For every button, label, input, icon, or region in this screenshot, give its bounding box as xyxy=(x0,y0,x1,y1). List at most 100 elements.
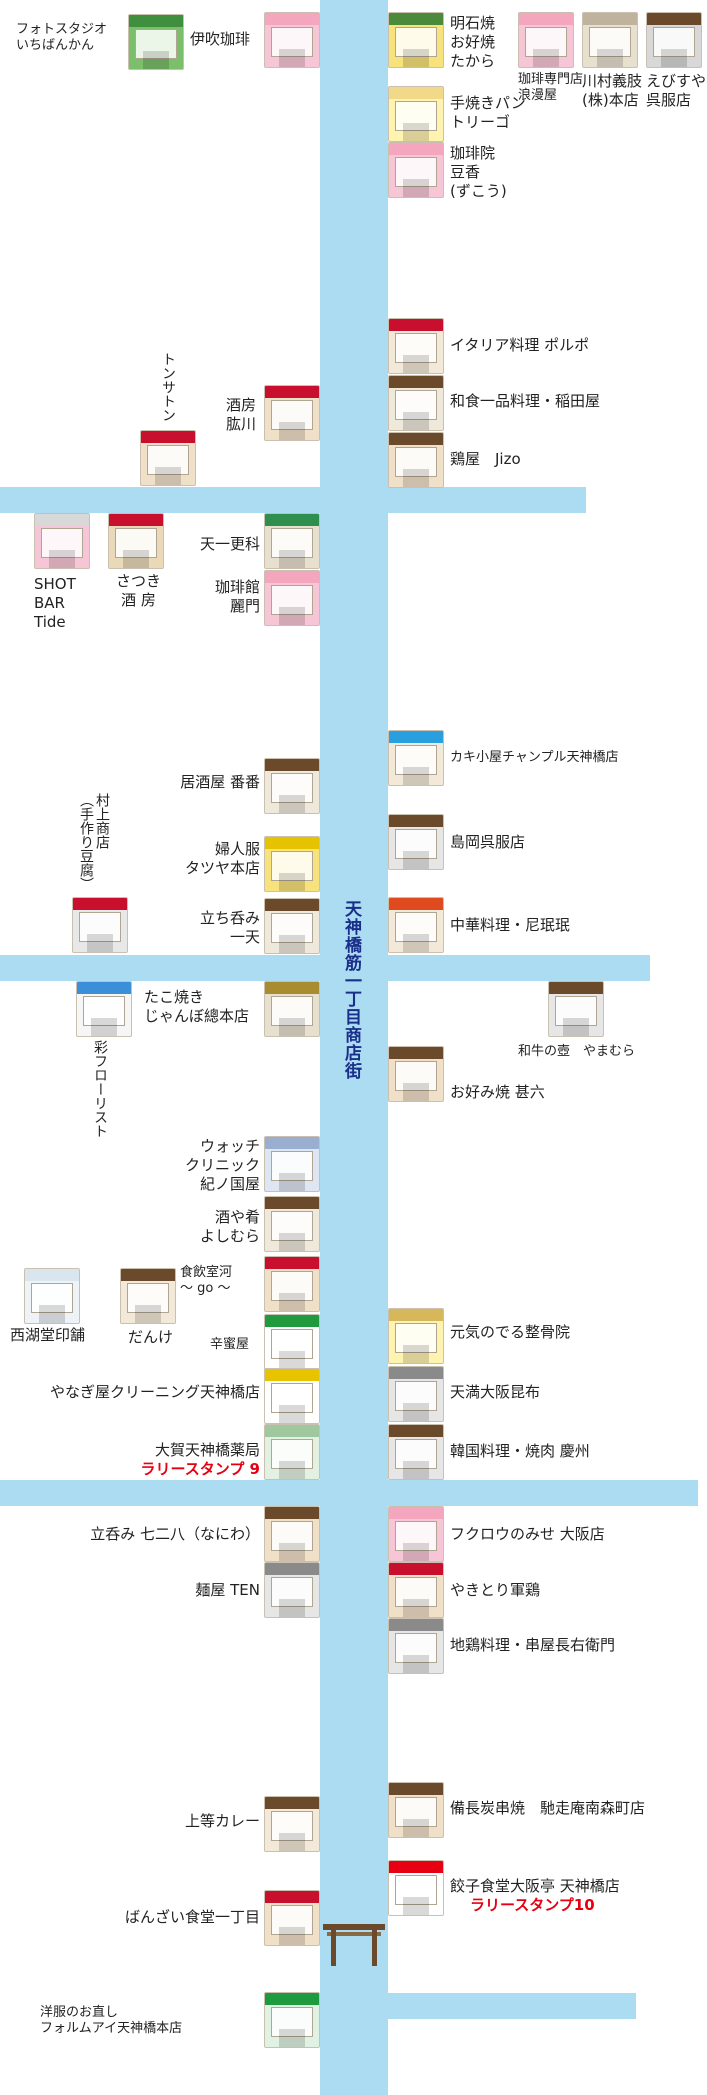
shop-icon xyxy=(548,981,604,1037)
rally-stamp-10: ラリースタンプ10 xyxy=(470,1896,595,1914)
shop-label: 食飲室河 〜 go 〜 xyxy=(180,1265,233,1296)
shop-label: 鶏屋 Jizo xyxy=(450,450,521,468)
shop-label: ウォッチ クリニック 紀ノ国屋 xyxy=(184,1137,260,1193)
shop-label: 餃子食堂大阪亭 天神橋店 xyxy=(450,1877,620,1895)
shop-icon xyxy=(388,1046,444,1102)
shop-icon xyxy=(388,1562,444,1618)
shop-label: 居酒屋 番番 xyxy=(180,773,260,791)
shop-label: 川村義肢 (株)本店 xyxy=(582,72,643,109)
shop-label: 島岡呉服店 xyxy=(450,833,526,851)
shop-label: フクロウのみせ 大阪店 xyxy=(450,1525,605,1543)
shop-label: だんけ xyxy=(128,1328,174,1346)
shop-label: さつき 酒 房 xyxy=(116,572,162,609)
shop-icon xyxy=(264,570,320,626)
shop-icon xyxy=(388,1308,444,1364)
shop-label: ばんざい食堂一丁目 xyxy=(124,1908,260,1926)
shop-label: 天満大阪昆布 xyxy=(450,1383,541,1401)
shop-label: SHOT BAR Tide xyxy=(34,575,76,631)
shop-label: イタリア料理 ポルポ xyxy=(450,336,590,354)
shop-label: フォトスタジオ いちばんかん xyxy=(16,22,108,53)
shop-icon xyxy=(264,12,320,68)
shop-label: 西湖堂印舗 xyxy=(10,1326,86,1344)
shop-icon xyxy=(264,1562,320,1618)
shop-label: たこ焼き じゃんぼ總本店 xyxy=(144,988,250,1025)
shop-icon xyxy=(76,981,132,1037)
shop-icon xyxy=(264,1314,320,1370)
shop-icon xyxy=(388,375,444,431)
shop-label: 村上商店 （手作り豆腐） xyxy=(78,793,110,891)
shop-icon xyxy=(34,513,90,569)
shop-icon xyxy=(388,142,444,198)
shop-label: 手焼きパン トリーゴ xyxy=(450,94,526,131)
shop-label: お好み焼 甚六 xyxy=(450,1083,545,1101)
shop-icon xyxy=(646,12,702,68)
shop-icon xyxy=(582,12,638,68)
shop-icon xyxy=(388,1424,444,1480)
shop-label: やなぎ屋クリーニング天神橋店 xyxy=(49,1383,260,1401)
shop-label: 韓国料理・焼肉 慶州 xyxy=(450,1442,590,1460)
shop-icon xyxy=(264,1506,320,1562)
shop-icon xyxy=(388,814,444,870)
shop-label: 明石焼 お好焼 たから xyxy=(450,14,496,70)
shop-label: やきとり軍鶏 xyxy=(450,1581,541,1599)
shop-icon xyxy=(264,1196,320,1252)
shop-icon xyxy=(264,1992,320,2048)
shop-icon xyxy=(264,1890,320,1946)
shop-icon xyxy=(264,385,320,441)
shop-label: 麺屋 TEN xyxy=(195,1581,260,1599)
shop-label: 元気のでる整骨院 xyxy=(450,1323,571,1341)
shop-label: 珈琲院 豆香 (ずこう) xyxy=(450,144,507,200)
shop-icon xyxy=(264,513,320,569)
shop-icon xyxy=(388,1860,444,1916)
shop-label: 天一更科 xyxy=(199,535,260,553)
shop-icon xyxy=(264,1136,320,1192)
shop-label: えびすや 呉服店 xyxy=(646,72,707,109)
shop-icon xyxy=(264,898,320,954)
shop-label: 和牛の壺 やまむら xyxy=(518,1044,636,1059)
street-name: 天神橋筋一丁目商店街 xyxy=(341,900,361,1080)
shop-icon xyxy=(108,513,164,569)
shop-label: 大賀天神橋薬局 xyxy=(154,1441,260,1459)
shop-icon xyxy=(264,1256,320,1312)
shop-label: 上等カレー xyxy=(184,1812,260,1830)
cross-street-3 xyxy=(0,1480,698,1506)
shop-icon xyxy=(388,1618,444,1674)
shop-icon xyxy=(72,897,128,953)
shop-label: 地鶏料理・串屋長右衛門 xyxy=(450,1636,616,1654)
shop-icon xyxy=(24,1268,80,1324)
shop-icon xyxy=(388,318,444,374)
cross-street-4 xyxy=(388,1993,636,2019)
shop-icon xyxy=(388,730,444,786)
main-street xyxy=(320,0,388,2095)
shop-label: 立ち呑み 一天 xyxy=(199,909,260,946)
shop-label: トンサトン xyxy=(160,352,176,422)
shop-icon xyxy=(140,430,196,486)
shop-icon xyxy=(388,86,444,142)
cross-street-1 xyxy=(0,487,586,513)
shotengai-gate-icon xyxy=(323,1924,385,1966)
shop-icon xyxy=(264,981,320,1037)
shop-label: 酒や肴 よしむら xyxy=(199,1208,260,1245)
shop-icon xyxy=(388,1506,444,1562)
shop-label: 辛蜜屋 xyxy=(210,1337,250,1352)
shop-icon xyxy=(264,758,320,814)
shop-icon xyxy=(388,12,444,68)
shop-label: 婦人服 タツヤ本店 xyxy=(184,840,260,877)
shop-label: 酒房 肱川 xyxy=(225,396,256,433)
shop-icon xyxy=(264,836,320,892)
shop-label: 立呑み 七二八（なにわ） xyxy=(90,1525,260,1543)
shop-label: 珈琲専門店 浪漫屋 xyxy=(518,72,584,103)
shop-icon xyxy=(388,897,444,953)
shop-icon xyxy=(128,14,184,70)
shop-icon xyxy=(388,432,444,488)
shop-icon xyxy=(120,1268,176,1324)
shop-icon xyxy=(518,12,574,68)
shop-label: 彩フローリスト xyxy=(92,1040,108,1138)
shop-label: 中華料理・尼珉珉 xyxy=(450,916,571,934)
cross-street-2 xyxy=(0,955,650,981)
shop-label: 珈琲館 麗門 xyxy=(214,578,260,615)
shop-icon xyxy=(264,1368,320,1424)
shop-label: 洋服のお直し フォルムアイ天神橋本店 xyxy=(40,2005,183,2036)
shop-label: 和食一品料理・稲田屋 xyxy=(450,392,601,410)
shop-icon xyxy=(264,1796,320,1852)
